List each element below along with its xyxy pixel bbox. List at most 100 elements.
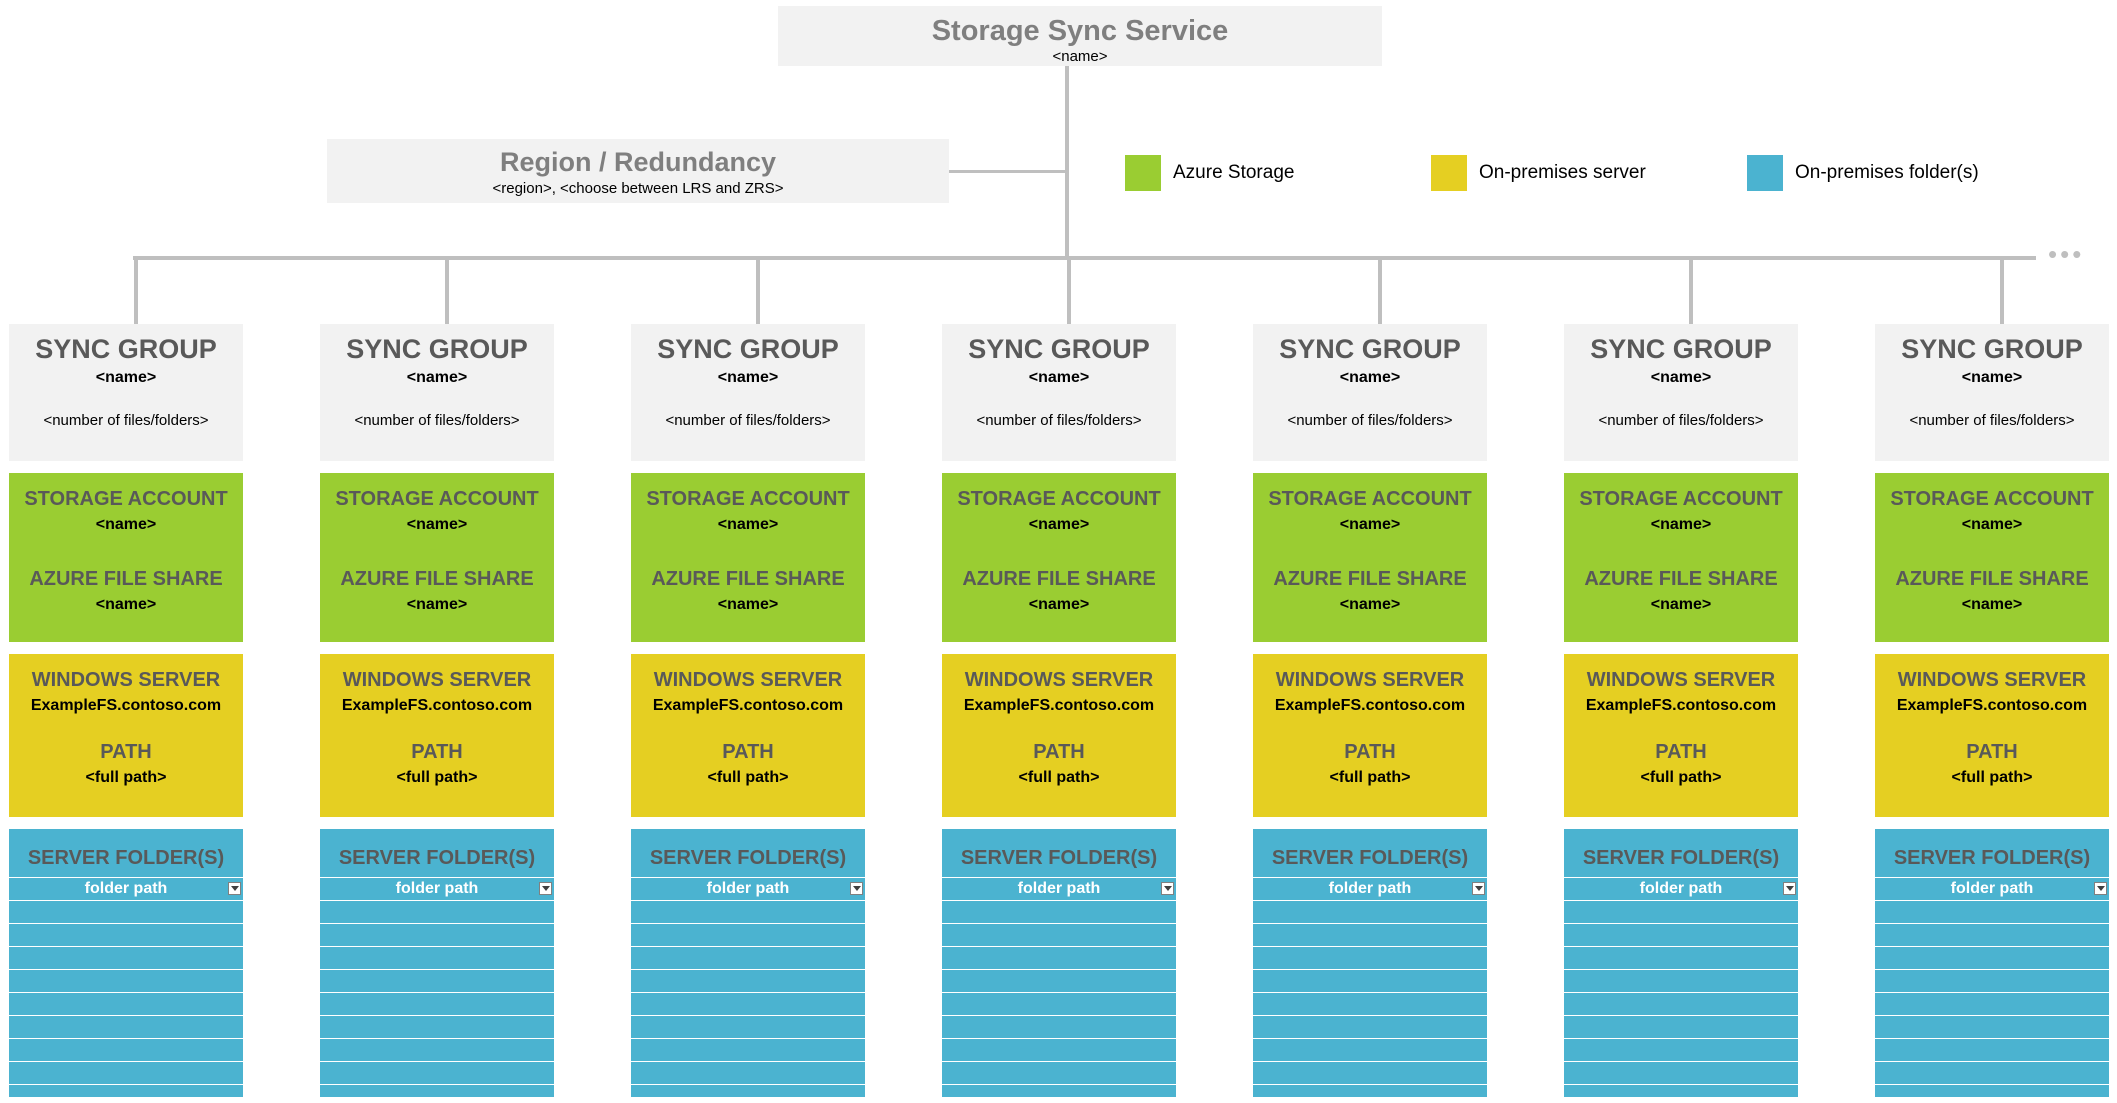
connector-region <box>949 170 1067 173</box>
filter-dropdown-icon[interactable] <box>1161 882 1174 895</box>
sync-group-file-count: <number of files/folders> <box>43 412 209 429</box>
folder-path-row[interactable] <box>1253 993 1487 1016</box>
folder-path-row[interactable] <box>9 1039 243 1062</box>
filter-dropdown-icon[interactable] <box>228 882 241 895</box>
legend-label-azure-storage: Azure Storage <box>1173 162 1295 183</box>
folder-path-row[interactable] <box>320 1016 554 1039</box>
folder-path-row[interactable] <box>9 901 243 924</box>
server-folders-title: SERVER FOLDER(S) <box>27 847 225 869</box>
folder-path-row[interactable] <box>942 947 1176 970</box>
connector-drop-2 <box>445 256 449 324</box>
folder-path-row[interactable] <box>1253 970 1487 993</box>
folder-path-row[interactable] <box>1875 901 2109 924</box>
folder-path-row[interactable] <box>1875 1039 2109 1062</box>
storage-account-name: <name> <box>1339 516 1401 533</box>
folder-path-row[interactable] <box>942 970 1176 993</box>
folder-path-row[interactable] <box>1253 947 1487 970</box>
folder-path-row[interactable] <box>320 1039 554 1062</box>
folder-path-row[interactable] <box>1875 993 2109 1016</box>
filter-dropdown-icon[interactable] <box>539 882 552 895</box>
sync-group-title: SYNC GROUP <box>1279 334 1461 364</box>
folder-path-row[interactable] <box>1875 924 2109 947</box>
folder-rows <box>1875 901 2109 1085</box>
folder-path-row[interactable] <box>1564 947 1798 970</box>
windows-server-title: WINDOWS SERVER <box>964 669 1154 691</box>
region-subtitle: <region>, <choose between LRS and ZRS> <box>492 180 784 197</box>
folder-path-row[interactable] <box>1875 1016 2109 1039</box>
sync-group-name: <name> <box>406 369 468 386</box>
filter-dropdown-icon[interactable] <box>2094 882 2107 895</box>
folder-path-row[interactable] <box>9 1016 243 1039</box>
folder-path-row[interactable] <box>631 1062 865 1085</box>
on-premises-server-box: WINDOWS SERVER ExampleFS.contoso.com PAT… <box>942 654 1176 817</box>
folder-rows <box>942 901 1176 1085</box>
folder-path-row[interactable] <box>9 970 243 993</box>
folder-path-row[interactable] <box>1253 1039 1487 1062</box>
folder-path-row[interactable] <box>1253 1062 1487 1085</box>
folder-path-row[interactable] <box>1564 924 1798 947</box>
folder-path-row[interactable] <box>1253 1016 1487 1039</box>
folder-path-row[interactable] <box>320 924 554 947</box>
folder-path-row[interactable] <box>631 924 865 947</box>
folder-path-row[interactable] <box>942 1016 1176 1039</box>
folder-path-header: folder path <box>320 877 554 901</box>
folder-path-row[interactable] <box>1875 947 2109 970</box>
storage-account-name: <name> <box>95 516 157 533</box>
on-premises-server-box: WINDOWS SERVER ExampleFS.contoso.com PAT… <box>1564 654 1798 817</box>
folder-path-row[interactable] <box>1564 1039 1798 1062</box>
folder-path-row[interactable] <box>9 947 243 970</box>
folder-path-row[interactable] <box>1564 1062 1798 1085</box>
storage-account-title: STORAGE ACCOUNT <box>646 488 850 510</box>
storage-sync-service-box: Storage Sync Service <name> <box>778 6 1382 66</box>
filter-dropdown-icon[interactable] <box>850 882 863 895</box>
folder-path-row[interactable] <box>9 1062 243 1085</box>
folder-path-row[interactable] <box>631 947 865 970</box>
server-folders-title: SERVER FOLDER(S) <box>649 847 847 869</box>
folder-path-row[interactable] <box>1253 901 1487 924</box>
folder-path-row[interactable] <box>320 947 554 970</box>
sync-group-title: SYNC GROUP <box>346 334 528 364</box>
folder-path-row[interactable] <box>1875 1062 2109 1085</box>
storage-sync-service-name: <name> <box>1052 48 1108 65</box>
folder-path-row[interactable] <box>942 924 1176 947</box>
folder-path-row[interactable] <box>320 1062 554 1085</box>
connector-drop-5 <box>1378 256 1382 324</box>
filter-dropdown-icon[interactable] <box>1472 882 1485 895</box>
connector-drop-4 <box>1067 256 1071 324</box>
storage-account-title: STORAGE ACCOUNT <box>1268 488 1472 510</box>
path-value: <full path> <box>396 769 478 786</box>
folder-rows <box>631 901 865 1085</box>
file-share-title: AZURE FILE SHARE <box>1895 568 2089 590</box>
folder-path-row[interactable] <box>631 993 865 1016</box>
filter-dropdown-icon[interactable] <box>1783 882 1796 895</box>
server-folders-title: SERVER FOLDER(S) <box>338 847 536 869</box>
file-share-title: AZURE FILE SHARE <box>962 568 1156 590</box>
folder-path-row[interactable] <box>942 1062 1176 1085</box>
windows-server-name: ExampleFS.contoso.com <box>1896 697 2088 714</box>
storage-account-name: <name> <box>717 516 779 533</box>
folder-path-row[interactable] <box>942 901 1176 924</box>
folder-path-row[interactable] <box>1253 924 1487 947</box>
folder-path-row[interactable] <box>1564 901 1798 924</box>
folder-path-row[interactable] <box>942 993 1176 1016</box>
region-title: Region / Redundancy <box>499 147 777 177</box>
folder-path-row[interactable] <box>631 1039 865 1062</box>
folder-path-row[interactable] <box>631 901 865 924</box>
folder-path-row[interactable] <box>320 970 554 993</box>
folder-path-row[interactable] <box>9 924 243 947</box>
on-premises-server-box: WINDOWS SERVER ExampleFS.contoso.com PAT… <box>1253 654 1487 817</box>
folder-path-row[interactable] <box>320 901 554 924</box>
folder-path-row[interactable] <box>1564 993 1798 1016</box>
folder-path-row[interactable] <box>1564 1016 1798 1039</box>
folder-path-row[interactable] <box>320 993 554 1016</box>
folder-path-row[interactable] <box>1875 970 2109 993</box>
folder-path-row[interactable] <box>631 970 865 993</box>
folder-path-row[interactable] <box>631 1016 865 1039</box>
folder-path-row[interactable] <box>1564 970 1798 993</box>
folder-path-row[interactable] <box>942 1039 1176 1062</box>
sync-group-title: SYNC GROUP <box>1590 334 1772 364</box>
sync-group-box: SYNC GROUP <name> <number of files/folde… <box>320 324 554 461</box>
sync-group-box: SYNC GROUP <name> <number of files/folde… <box>1253 324 1487 461</box>
folder-path-row[interactable] <box>9 993 243 1016</box>
folder-rows <box>1564 901 1798 1085</box>
